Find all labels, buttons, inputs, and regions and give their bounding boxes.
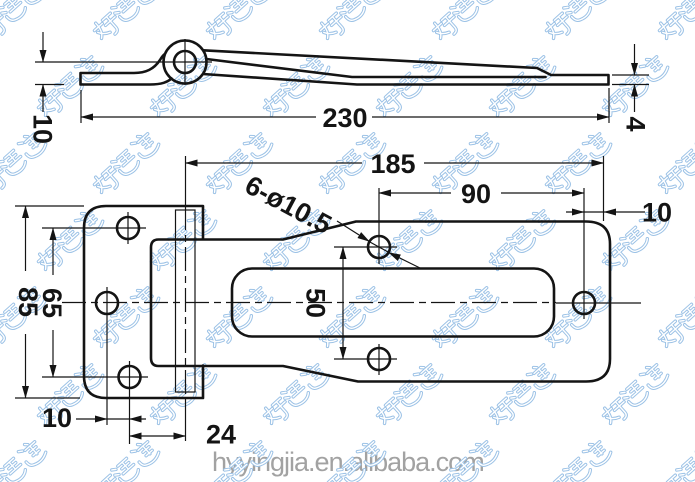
dim-10-label: 10 — [28, 114, 58, 144]
plan-view: 185 90 10 50 85 65 10 24 6-ø10.5 — [13, 149, 672, 450]
dim-65-label: 65 — [37, 288, 67, 318]
side-view: 10 230 4 — [28, 32, 651, 144]
dim-10r-label: 10 — [642, 198, 672, 228]
holes-callout-leader — [368, 240, 390, 254]
plate-profile — [79, 53, 173, 86]
dim-24-label: 24 — [206, 420, 236, 450]
dim-50-label: 50 — [301, 288, 331, 318]
extension-lines-plan — [15, 156, 605, 399]
holes-callout-leader-a — [336, 220, 370, 243]
dim-85-label: 85 — [13, 287, 43, 317]
strap-outline — [149, 220, 612, 383]
dim-90-label: 90 — [461, 179, 491, 209]
dim-230-label: 230 — [322, 103, 367, 133]
dim-4-label: 4 — [621, 116, 651, 131]
strap-profile — [201, 49, 610, 86]
hole-centerlines — [42, 188, 641, 444]
dim-10b-label: 10 — [42, 403, 72, 433]
extension-lines-side — [35, 74, 649, 123]
pin-centerlines — [35, 39, 212, 85]
holes-callout-leader-b — [388, 251, 421, 269]
dim-185-label: 185 — [370, 149, 415, 179]
holes-callout-label: 6-ø10.5 — [240, 170, 336, 240]
